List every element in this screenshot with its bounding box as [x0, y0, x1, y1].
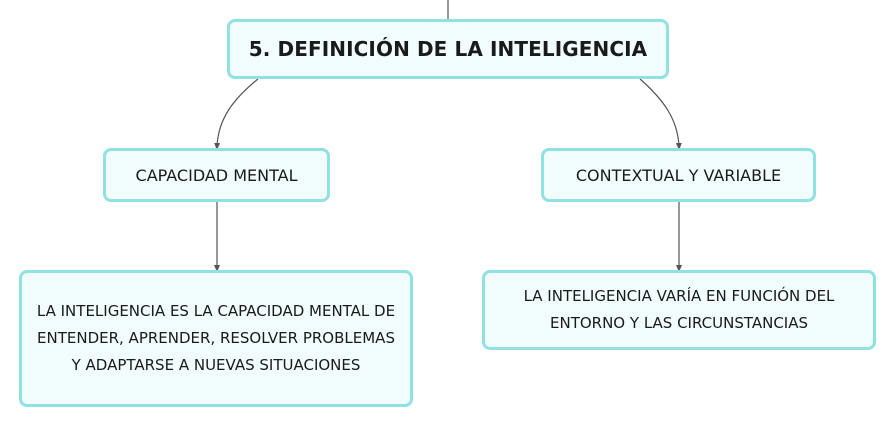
root-node-label: 5. DEFINICIÓN DE LA INTELIGENCIA [248, 37, 648, 61]
contextual-y-variable-label: CONTEXTUAL Y VARIABLE [575, 165, 782, 185]
connector-root-to-contextual-y-variable [639, 78, 682, 150]
variation-node[interactable]: LA INTELIGENCIA VARÍA EN FUNCIÓN DEL ENT… [482, 270, 876, 350]
root-node[interactable]: 5. DEFINICIÓN DE LA INTELIGENCIA [227, 19, 669, 79]
connector-root-to-capacidad-mental [214, 78, 259, 150]
variation-label: LA INTELIGENCIA VARÍA EN FUNCIÓN DEL ENT… [523, 287, 835, 332]
contextual-y-variable-node[interactable]: CONTEXTUAL Y VARIABLE [541, 148, 816, 202]
definition-label: LA INTELIGENCIA ES LA CAPACIDAD MENTAL D… [36, 302, 396, 374]
definition-node[interactable]: LA INTELIGENCIA ES LA CAPACIDAD MENTAL D… [19, 270, 413, 407]
capacidad-mental-node[interactable]: CAPACIDAD MENTAL [103, 148, 330, 202]
capacidad-mental-label: CAPACIDAD MENTAL [135, 165, 298, 185]
